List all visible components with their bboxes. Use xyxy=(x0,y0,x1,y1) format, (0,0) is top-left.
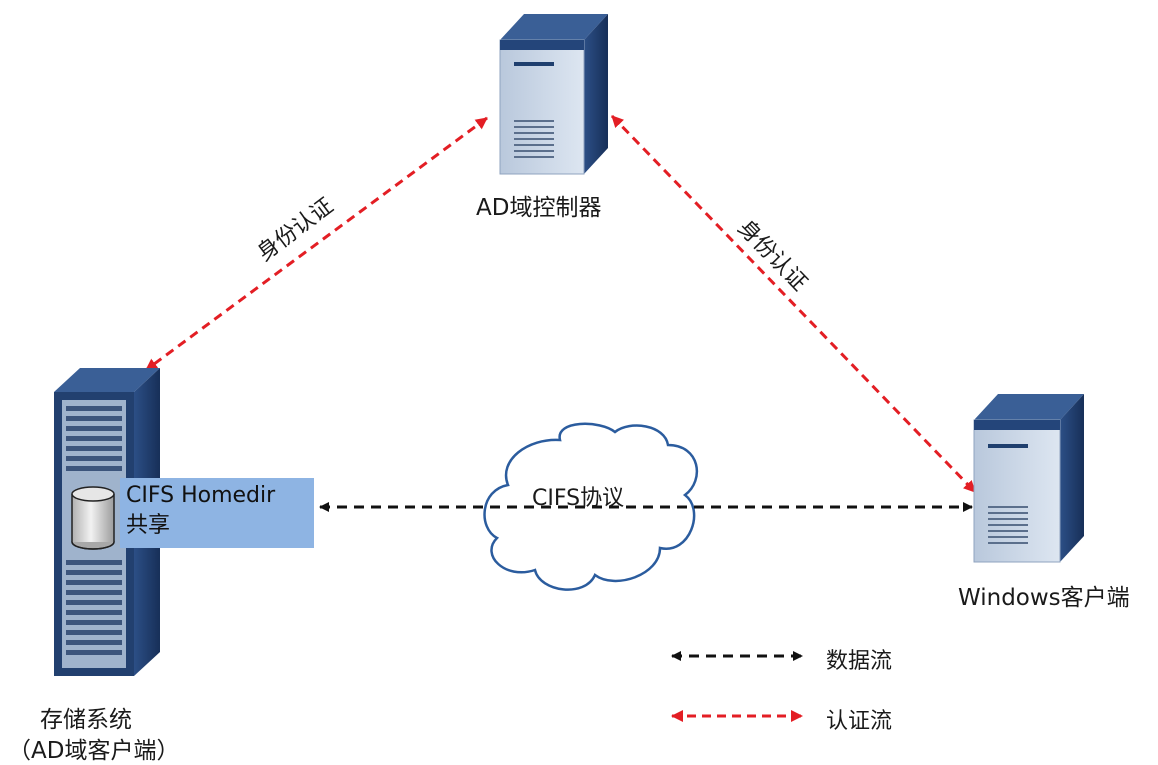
ad-controller-server-icon xyxy=(499,14,608,175)
disk-icon xyxy=(71,486,115,550)
right-auth-arrow xyxy=(610,114,977,494)
left-auth-arrow xyxy=(145,116,488,372)
storage-sublabel: （AD域客户端） xyxy=(8,738,180,764)
share-line-1: CIFS Homedir xyxy=(126,483,276,508)
cifs-share-label: CIFS Homedir 共享 xyxy=(126,481,275,541)
windows-client-label: Windows客户端 xyxy=(958,585,1130,611)
windows-client-server-icon xyxy=(973,394,1084,563)
cifs-share-box xyxy=(120,478,314,548)
storage-label: 存储系统 xyxy=(40,707,132,733)
share-line-2: 共享 xyxy=(126,513,171,538)
ad-controller-label: AD域控制器 xyxy=(476,195,602,221)
legend-data-label: 数据流 xyxy=(826,649,893,674)
protocol-label: CIFS协议 xyxy=(532,486,625,511)
legend-auth-label: 认证流 xyxy=(826,709,893,734)
